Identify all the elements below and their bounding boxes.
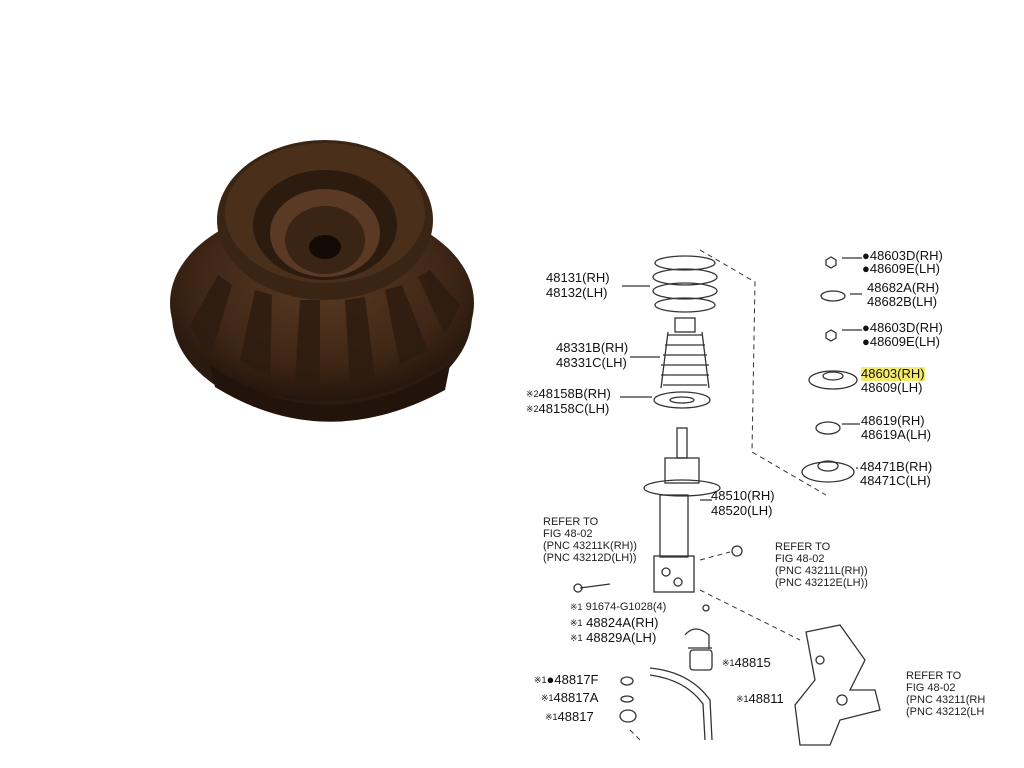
label-48682a: 48682A(RH) (867, 280, 940, 295)
refer-line: FIG 48-02 (543, 528, 593, 540)
refer-line: REFER TO (543, 516, 599, 528)
spring-seat-icon (801, 461, 855, 483)
label-48682b: 48682B(LH) (867, 294, 938, 309)
refer-line: FIG 48-02 (906, 682, 956, 694)
mark-label: ※1 (541, 693, 554, 703)
shock-absorber-icon (643, 427, 721, 593)
label-48817a: ※148817A (541, 690, 599, 705)
label-91674: ※1 91674-G1028(4) (570, 601, 667, 613)
spring-insulator-icon (653, 391, 711, 409)
mark-label: ※2 (526, 404, 539, 414)
bolt-icon (579, 583, 611, 589)
nut-icon (731, 545, 743, 557)
refer-line: FIG 48-02 (775, 553, 825, 565)
label-48829a: ※1 48829A(LH) (570, 630, 657, 645)
refer-line: (PNC 43212D(LH)) (543, 552, 637, 564)
mark-label: ※1 (570, 618, 583, 628)
refer-line: (PNC 43212(LH (906, 706, 985, 718)
refer-line: (PNC 43211L(RH)) (775, 565, 868, 577)
label-48331b: 48331B(RH) (556, 340, 629, 355)
label-48331c: 48331C(LH) (556, 355, 627, 370)
label-48520: 48520(LH) (711, 503, 773, 518)
mark-label: ※1 (736, 694, 749, 704)
label-48811: ※148811 (736, 691, 784, 706)
label-48158c: ※248158C(LH) (526, 401, 610, 416)
label-48510: 48510(RH) (711, 488, 775, 503)
bearing-icon (815, 421, 841, 435)
washer-icon (820, 290, 846, 302)
label-48619: 48619(RH) (861, 413, 925, 428)
label-48471c: 48471C(LH) (860, 473, 931, 488)
label-48603d-top: ●48603D(RH) (862, 248, 943, 263)
mark-label: ※1 (545, 712, 558, 722)
refer-line: (PNC 43211(RH (906, 694, 986, 706)
nut-mid-icon (825, 329, 837, 342)
dust-boot-icon (660, 317, 710, 389)
mark-label: ※1 (534, 675, 547, 685)
label-48131: 48131(RH) (546, 270, 610, 285)
steering-knuckle-icon (794, 624, 881, 746)
bushing-icon (689, 649, 713, 671)
label-48619a: 48619A(LH) (861, 427, 932, 442)
label-48815: ※148815 (722, 655, 771, 670)
mark-label: ※1 (570, 633, 583, 643)
label-48817: ※148817 (545, 709, 594, 724)
label-48609e-top: ●48609E(LH) (862, 261, 940, 276)
label-48603d: ●48603D(RH) (862, 320, 943, 335)
label-48609e: ●48609E(LH) (862, 334, 940, 349)
bracket-icon (684, 628, 712, 649)
label-48609: 48609(LH) (861, 380, 923, 395)
stabilizer-bar-icon (649, 667, 713, 741)
mark-label: ※1 (722, 658, 735, 668)
refer-line: (PNC 43212E(LH)) (775, 577, 868, 589)
label-48824a: ※1 48824A(RH) (570, 615, 659, 630)
mark-label: ※2 (526, 389, 539, 399)
label-48132: 48132(LH) (546, 285, 608, 300)
label-48603-highlighted: 48603(RH) (861, 366, 925, 381)
label-48471b: 48471B(RH) (860, 459, 933, 474)
nut-top-icon (825, 256, 837, 269)
refer-line: (PNC 43211K(RH)) (543, 540, 637, 552)
label-48817f: ※1●48817F (534, 672, 599, 687)
refer-line: REFER TO (906, 670, 962, 682)
strut-mount-photo (170, 140, 474, 422)
label-48158b: ※248158B(RH) (526, 386, 611, 401)
coil-spring-icon (652, 255, 718, 313)
mark-label: ※1 (570, 602, 583, 612)
strut-mount-icon (808, 370, 858, 390)
refer-line: REFER TO (775, 541, 831, 553)
